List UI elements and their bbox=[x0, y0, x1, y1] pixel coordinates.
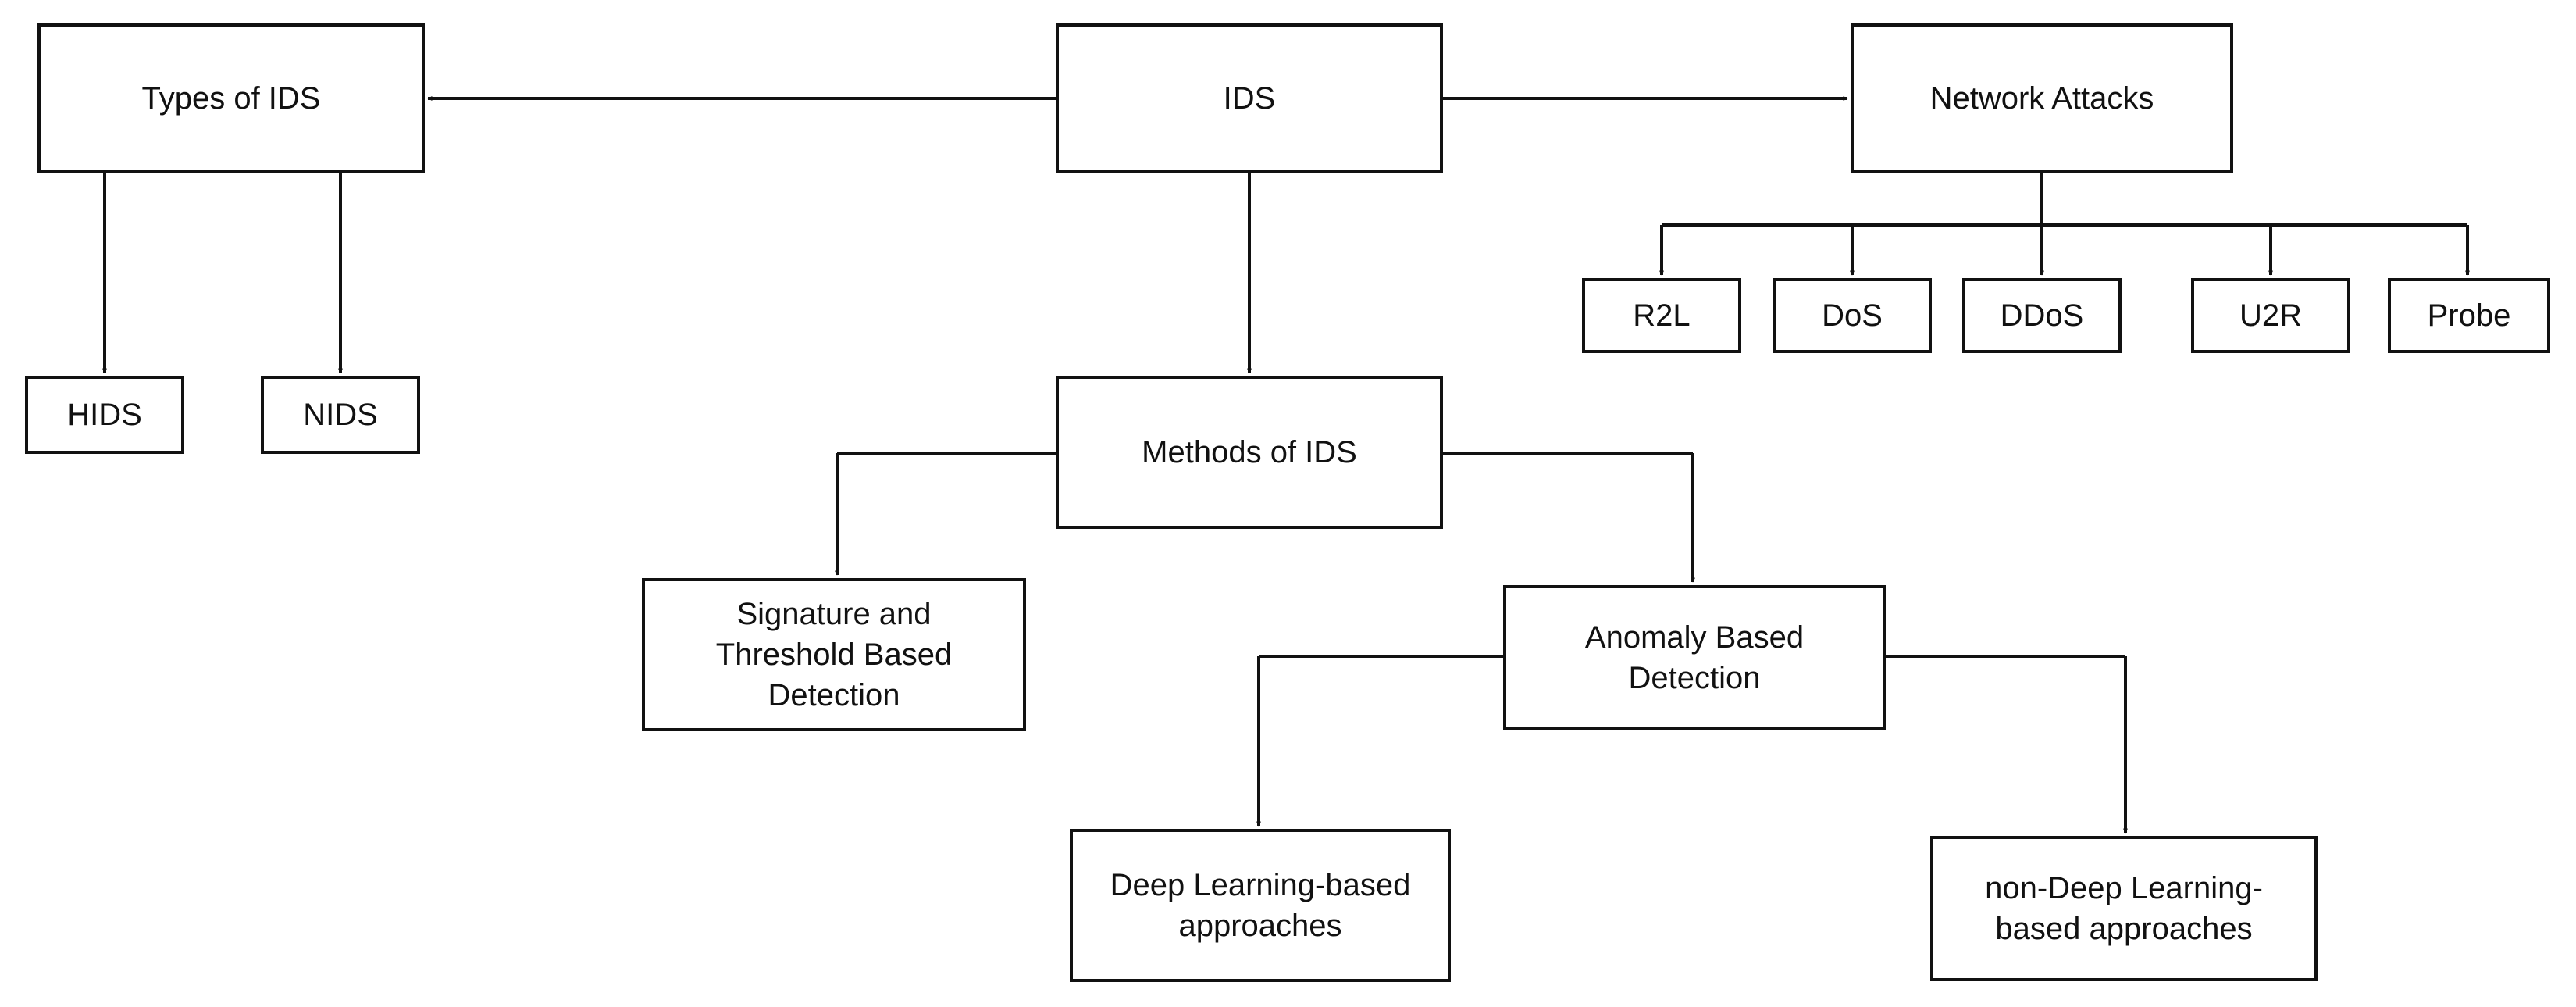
node-non-deep-learning-approaches[interactable]: non-Deep Learning- based approaches bbox=[1930, 836, 2318, 981]
node-r2l-label: R2L bbox=[1633, 298, 1691, 333]
node-signature-line-2: Threshold Based bbox=[715, 637, 953, 672]
node-deep-learning-line-2: approaches bbox=[1178, 909, 1342, 943]
node-ids-label: IDS bbox=[1223, 81, 1276, 116]
node-signature-line-3: Detection bbox=[768, 678, 900, 712]
node-nids-label: NIDS bbox=[303, 398, 378, 432]
node-deep-learning-approaches[interactable]: Deep Learning-based approaches bbox=[1070, 829, 1451, 982]
node-non-deep-learning-line-2: based approaches bbox=[1995, 912, 2253, 946]
node-u2r-label: U2R bbox=[2239, 298, 2303, 333]
node-probe[interactable]: Probe bbox=[2388, 278, 2550, 353]
node-ddos[interactable]: DDoS bbox=[1962, 278, 2122, 353]
node-u2r[interactable]: U2R bbox=[2191, 278, 2350, 353]
node-ids[interactable]: IDS bbox=[1056, 23, 1443, 173]
node-hids-label: HIDS bbox=[67, 398, 142, 432]
node-anomaly-line-2: Detection bbox=[1628, 661, 1761, 695]
node-nids[interactable]: NIDS bbox=[261, 376, 420, 454]
node-dos-label: DoS bbox=[1822, 298, 1883, 333]
node-types-of-ids[interactable]: Types of IDS bbox=[37, 23, 425, 173]
node-hids[interactable]: HIDS bbox=[25, 376, 184, 454]
node-non-deep-learning-line-1: non-Deep Learning- bbox=[1985, 871, 2263, 905]
node-deep-learning-line-1: Deep Learning-based bbox=[1110, 868, 1411, 902]
node-anomaly-line-1: Anomaly Based bbox=[1584, 620, 1805, 655]
node-types-of-ids-label: Types of IDS bbox=[141, 81, 321, 116]
node-network-attacks-label: Network Attacks bbox=[1929, 81, 2154, 116]
node-r2l[interactable]: R2L bbox=[1582, 278, 1741, 353]
node-methods-of-ids-label: Methods of IDS bbox=[1142, 435, 1357, 470]
node-probe-label: Probe bbox=[2427, 298, 2511, 333]
node-signature-line-1: Signature and bbox=[736, 597, 932, 631]
node-ddos-label: DDoS bbox=[2000, 298, 2084, 333]
node-methods-of-ids[interactable]: Methods of IDS bbox=[1056, 376, 1443, 529]
node-network-attacks[interactable]: Network Attacks bbox=[1851, 23, 2233, 173]
node-anomaly-based-detection[interactable]: Anomaly Based Detection bbox=[1503, 585, 1886, 730]
node-signature-threshold-detection[interactable]: Signature and Threshold Based Detection bbox=[642, 578, 1026, 731]
node-dos[interactable]: DoS bbox=[1773, 278, 1932, 353]
